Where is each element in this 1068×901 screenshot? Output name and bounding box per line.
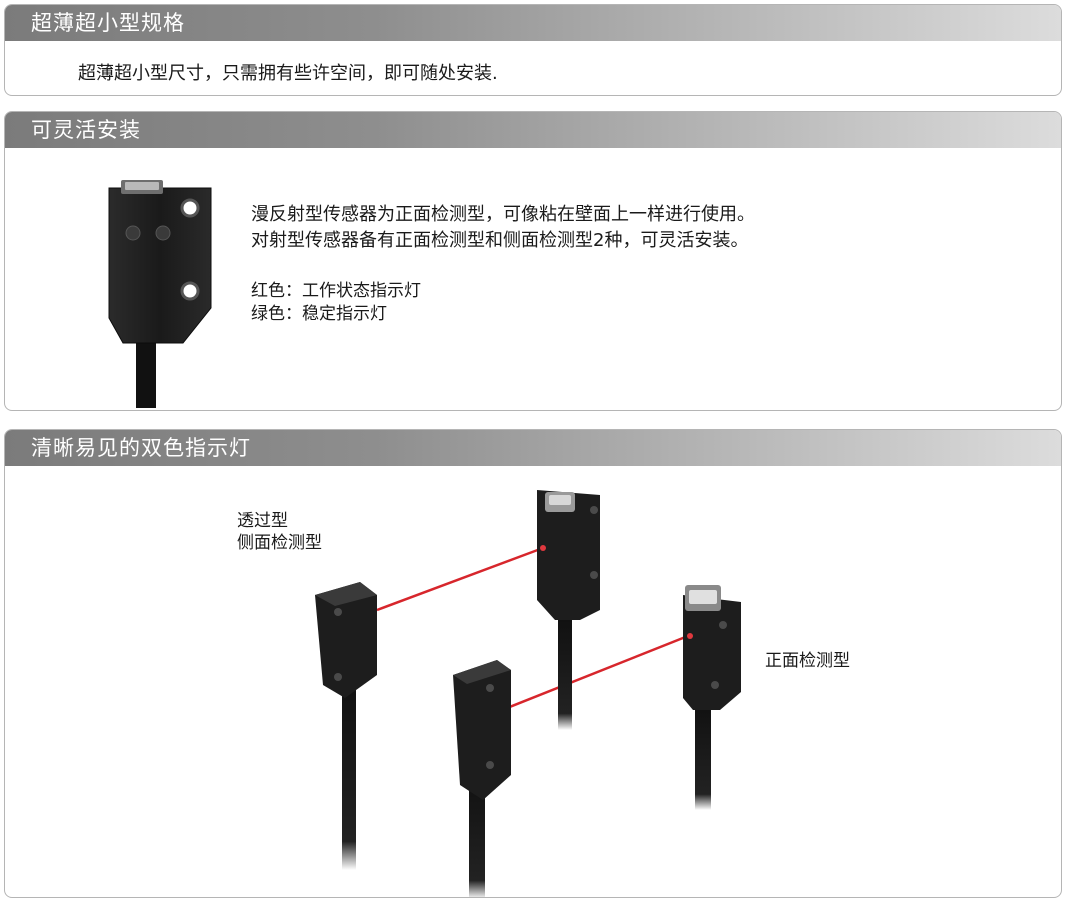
light-beam-1 bbox=[376, 546, 544, 612]
sensor-illustration bbox=[315, 490, 741, 897]
sensor-front-right bbox=[683, 585, 741, 810]
sensor-side-left bbox=[315, 582, 377, 870]
light-beam-2 bbox=[506, 634, 689, 710]
section-title: 可灵活安装 bbox=[5, 112, 1061, 148]
section-description: 漫反射型传感器为正面检测型，可像粘在壁面上一样进行使用。 对射型传感器备有正面检… bbox=[251, 202, 755, 254]
sensor-front-image bbox=[108, 180, 212, 408]
description-line: 对射型传感器备有正面检测型和侧面检测型2种，可灵活安装。 bbox=[251, 230, 749, 251]
through-beam-side-label: 透过型 侧面检测型 bbox=[237, 510, 322, 554]
section-ultrathin: 超薄超小型规格 超薄超小型尺寸，只需拥有些许空间，即可随处安装. bbox=[4, 4, 1062, 96]
sensor-side-center bbox=[453, 660, 511, 897]
description-line: 漫反射型传感器为正面检测型，可像粘在壁面上一样进行使用。 bbox=[251, 204, 755, 225]
section-flexible-mounting: 可灵活安装 漫反射型传感器为正面检测型，可像粘在壁面上一样进行使用。 对射型传感… bbox=[4, 111, 1062, 411]
green-indicator-label: 绿色：稳定指示灯 bbox=[251, 304, 387, 324]
sensor-front-back bbox=[537, 490, 600, 730]
label-line: 透过型 bbox=[237, 511, 288, 531]
section-body: 超薄超小型尺寸，只需拥有些许空间，即可随处安装. bbox=[78, 63, 498, 84]
red-indicator-label: 红色：工作状态指示灯 bbox=[251, 281, 421, 301]
section-title: 清晰易见的双色指示灯 bbox=[5, 430, 1061, 466]
label-line: 侧面检测型 bbox=[237, 533, 322, 553]
section-dual-indicator: 清晰易见的双色指示灯 透过型 侧面检测型 正面检测型 bbox=[4, 429, 1062, 898]
section-title: 超薄超小型规格 bbox=[5, 5, 1061, 41]
front-detection-label: 正面检测型 bbox=[765, 651, 850, 671]
indicator-legend: 红色：工作状态指示灯 绿色：稳定指示灯 bbox=[251, 280, 421, 326]
